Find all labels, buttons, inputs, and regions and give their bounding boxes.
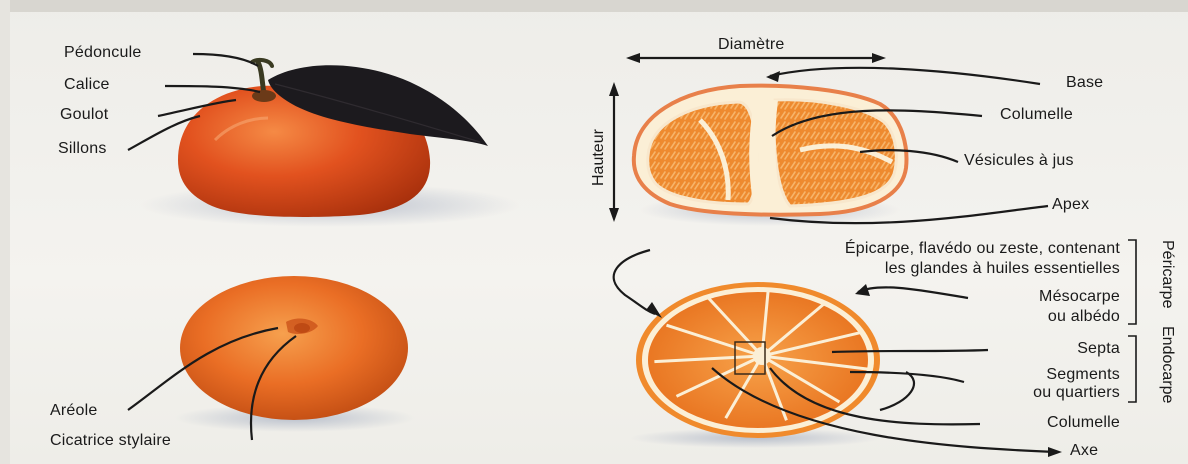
whole-mandarin-bottom [175,276,415,432]
label-axe: Axe [1070,442,1098,460]
label-segments-line2: ou quartiers [960,384,1120,402]
label-sillons: Sillons [58,140,107,158]
label-epicarpe-line2: les glandes à huiles essentielles [650,260,1120,278]
label-areole: Aréole [50,402,97,420]
label-columelle-bottom: Columelle [960,414,1120,432]
label-segments-line1: Segments [960,366,1120,384]
label-mesocarpe-line2: ou albédo [960,308,1120,326]
label-goulot: Goulot [60,106,108,124]
label-pedoncule: Pédoncule [64,44,141,62]
label-diametre: Diamètre [718,36,785,54]
label-cicatrice-stylaire: Cicatrice stylaire [50,432,171,450]
label-epicarpe-line1: Épicarpe, flavédo ou zeste, contenant [650,240,1120,258]
bracket-lines [1128,240,1136,402]
label-endocarpe: Endocarpe [1158,326,1176,403]
label-septa: Septa [960,340,1120,358]
label-pericarpe: Péricarpe [1158,240,1176,308]
label-vesicules-a-jus: Vésicules à jus [964,152,1074,170]
mandarin-vertical-section [634,86,907,226]
label-calice: Calice [64,76,110,94]
label-mesocarpe-line1: Mésocarpe [960,288,1120,306]
label-columelle-top: Columelle [1000,106,1073,124]
mandarin-cross-section [630,282,880,448]
label-apex: Apex [1052,196,1089,214]
whole-mandarin-top [140,60,520,227]
label-base: Base [1066,74,1103,92]
label-hauteur: Hauteur [590,129,608,186]
